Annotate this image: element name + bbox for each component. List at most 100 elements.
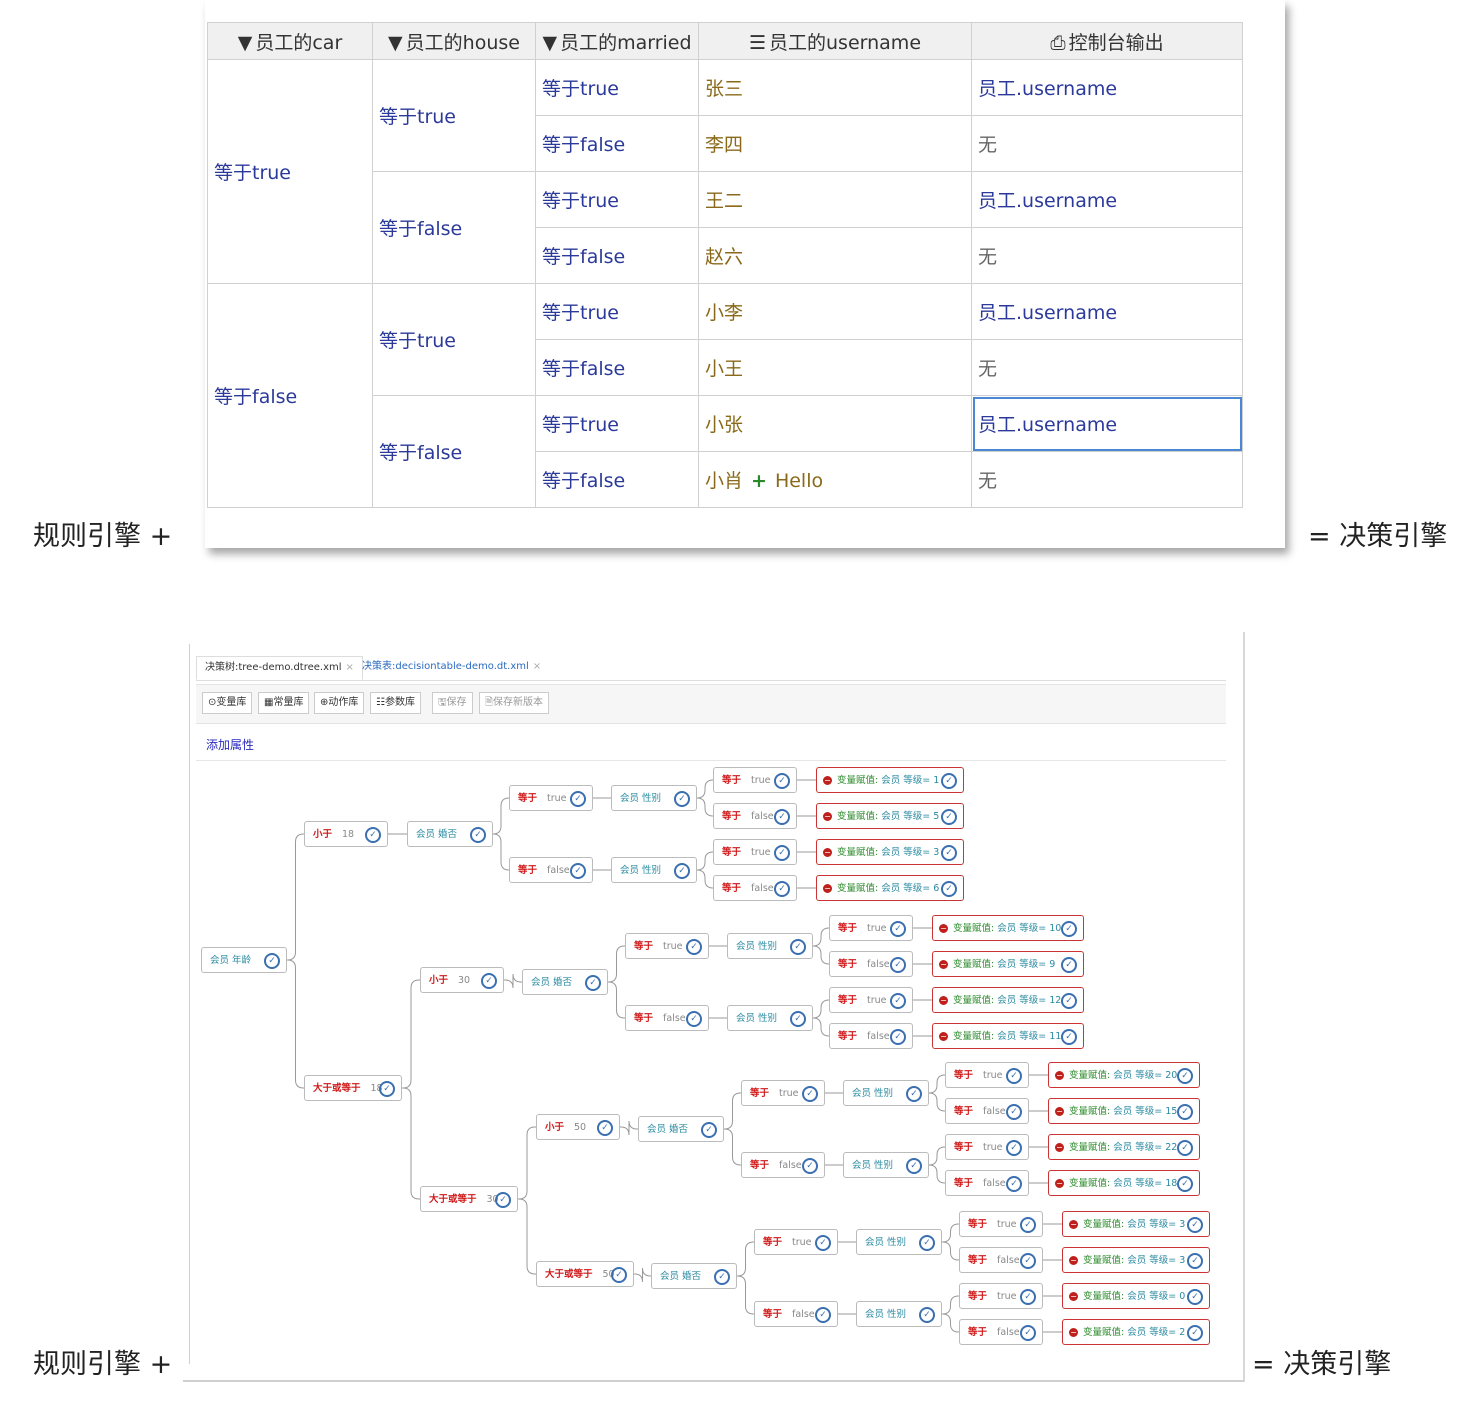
cell-married[interactable]: 等于false	[535, 227, 699, 284]
cell-car[interactable]: 等于false	[207, 283, 373, 508]
action-library-button[interactable]: ⊕动作库	[314, 692, 365, 714]
action-node[interactable]: −变量赋值: 会员 等级= 1✓	[816, 767, 964, 793]
close-icon[interactable]: ×	[345, 662, 354, 673]
action-node[interactable]: −变量赋值: 会员 等级= 2✓	[1062, 1319, 1210, 1345]
cell-married[interactable]: 等于false	[535, 451, 699, 508]
gender-variable-node[interactable]: 会员 性别✓	[843, 1080, 929, 1106]
gender-variable-node[interactable]: 会员 性别✓	[727, 933, 813, 959]
cell-output[interactable]: 员工.username	[971, 171, 1243, 228]
cell-output[interactable]: 无	[971, 115, 1243, 172]
check-circle-icon[interactable]: ✓	[686, 1011, 702, 1027]
tab-tree-demo[interactable]: 决策树:tree-demo.dtree.xml×	[196, 656, 363, 680]
cell-username[interactable]: 小肖+Hello	[698, 451, 972, 508]
add-attribute-link[interactable]: 添加属性	[206, 738, 255, 752]
check-circle-icon[interactable]: ✓	[585, 975, 601, 991]
action-node[interactable]: −变量赋值: 会员 等级= 10✓	[932, 915, 1084, 941]
check-circle-icon[interactable]: ✓	[906, 1158, 922, 1174]
check-circle-icon[interactable]: ✓	[1177, 1140, 1193, 1156]
action-node[interactable]: −变量赋值: 会员 等级= 22✓	[1048, 1134, 1200, 1160]
check-circle-icon[interactable]: ✓	[570, 863, 586, 879]
married-variable-node[interactable]: 会员 婚否✓	[638, 1116, 724, 1142]
action-node[interactable]: −变量赋值: 会员 等级= 6✓	[816, 875, 964, 901]
check-circle-icon[interactable]: ✓	[470, 827, 486, 843]
gender-variable-node[interactable]: 会员 性别✓	[611, 785, 697, 811]
column-header-married[interactable]: ▼员工的married	[535, 22, 699, 60]
cell-married[interactable]: 等于true	[535, 171, 699, 228]
cell-username[interactable]: 小王	[698, 339, 972, 396]
check-circle-icon[interactable]: ✓	[1006, 1176, 1022, 1192]
check-circle-icon[interactable]: ✓	[674, 863, 690, 879]
action-node[interactable]: −变量赋值: 会员 等级= 3✓	[816, 839, 964, 865]
check-circle-icon[interactable]: ✓	[774, 773, 790, 789]
check-circle-icon[interactable]: ✓	[1006, 1104, 1022, 1120]
tab-decisiontable-demo[interactable]: 决策表:decisiontable-demo.dt.xml×	[362, 661, 542, 672]
check-circle-icon[interactable]: ✓	[1020, 1289, 1036, 1305]
gender-variable-node[interactable]: 会员 性别✓	[727, 1005, 813, 1031]
cell-output-selected[interactable]: 员工.username	[971, 395, 1243, 452]
cell-house[interactable]: 等于true	[372, 59, 536, 172]
married-variable-node[interactable]: 会员 婚否✓	[522, 969, 608, 995]
check-circle-icon[interactable]: ✓	[1020, 1217, 1036, 1233]
check-circle-icon[interactable]: ✓	[941, 809, 957, 825]
check-circle-icon[interactable]: ✓	[1006, 1140, 1022, 1156]
check-circle-icon[interactable]: ✓	[890, 957, 906, 973]
check-circle-icon[interactable]: ✓	[906, 1086, 922, 1102]
cell-output[interactable]: 无	[971, 339, 1243, 396]
cell-output[interactable]: 员工.username	[971, 59, 1243, 116]
close-icon[interactable]: ×	[532, 661, 542, 672]
check-circle-icon[interactable]: ✓	[890, 993, 906, 1009]
married-variable-node[interactable]: 会员 婚否✓	[651, 1263, 737, 1289]
check-circle-icon[interactable]: ✓	[597, 1120, 613, 1136]
cell-output[interactable]: 无	[971, 227, 1243, 284]
action-node[interactable]: −变量赋值: 会员 等级= 3✓	[1062, 1211, 1210, 1237]
cell-car[interactable]: 等于true	[207, 59, 373, 284]
check-circle-icon[interactable]: ✓	[790, 1011, 806, 1027]
check-circle-icon[interactable]: ✓	[890, 1029, 906, 1045]
check-circle-icon[interactable]: ✓	[611, 1267, 627, 1283]
cell-married[interactable]: 等于true	[535, 395, 699, 452]
action-node[interactable]: −变量赋值: 会员 等级= 5✓	[816, 803, 964, 829]
action-node[interactable]: −变量赋值: 会员 等级= 11✓	[932, 1023, 1084, 1049]
gender-variable-node[interactable]: 会员 性别✓	[611, 857, 697, 883]
cell-username[interactable]: 小张	[698, 395, 972, 452]
check-circle-icon[interactable]: ✓	[1177, 1068, 1193, 1084]
check-circle-icon[interactable]: ✓	[774, 845, 790, 861]
check-circle-icon[interactable]: ✓	[1187, 1289, 1203, 1305]
column-header-house[interactable]: ▼员工的house	[372, 22, 536, 60]
check-circle-icon[interactable]: ✓	[365, 827, 381, 843]
cell-married[interactable]: 等于false	[535, 115, 699, 172]
cell-username[interactable]: 张三	[698, 59, 972, 116]
action-node[interactable]: −变量赋值: 会员 等级= 18✓	[1048, 1170, 1200, 1196]
check-circle-icon[interactable]: ✓	[1020, 1325, 1036, 1341]
parameter-library-button[interactable]: ☷参数库	[370, 692, 421, 714]
check-circle-icon[interactable]: ✓	[790, 939, 806, 955]
cell-married[interactable]: 等于true	[535, 283, 699, 340]
check-circle-icon[interactable]: ✓	[802, 1086, 818, 1102]
cell-married[interactable]: 等于true	[535, 59, 699, 116]
action-node[interactable]: −变量赋值: 会员 等级= 3✓	[1062, 1247, 1210, 1273]
save-new-version-button[interactable]: 🗎保存新版本	[479, 692, 550, 714]
check-circle-icon[interactable]: ✓	[941, 845, 957, 861]
save-button[interactable]: 🖫保存	[432, 692, 473, 714]
root-variable-node[interactable]: 会员 年龄✓	[201, 947, 287, 973]
check-circle-icon[interactable]: ✓	[815, 1307, 831, 1323]
